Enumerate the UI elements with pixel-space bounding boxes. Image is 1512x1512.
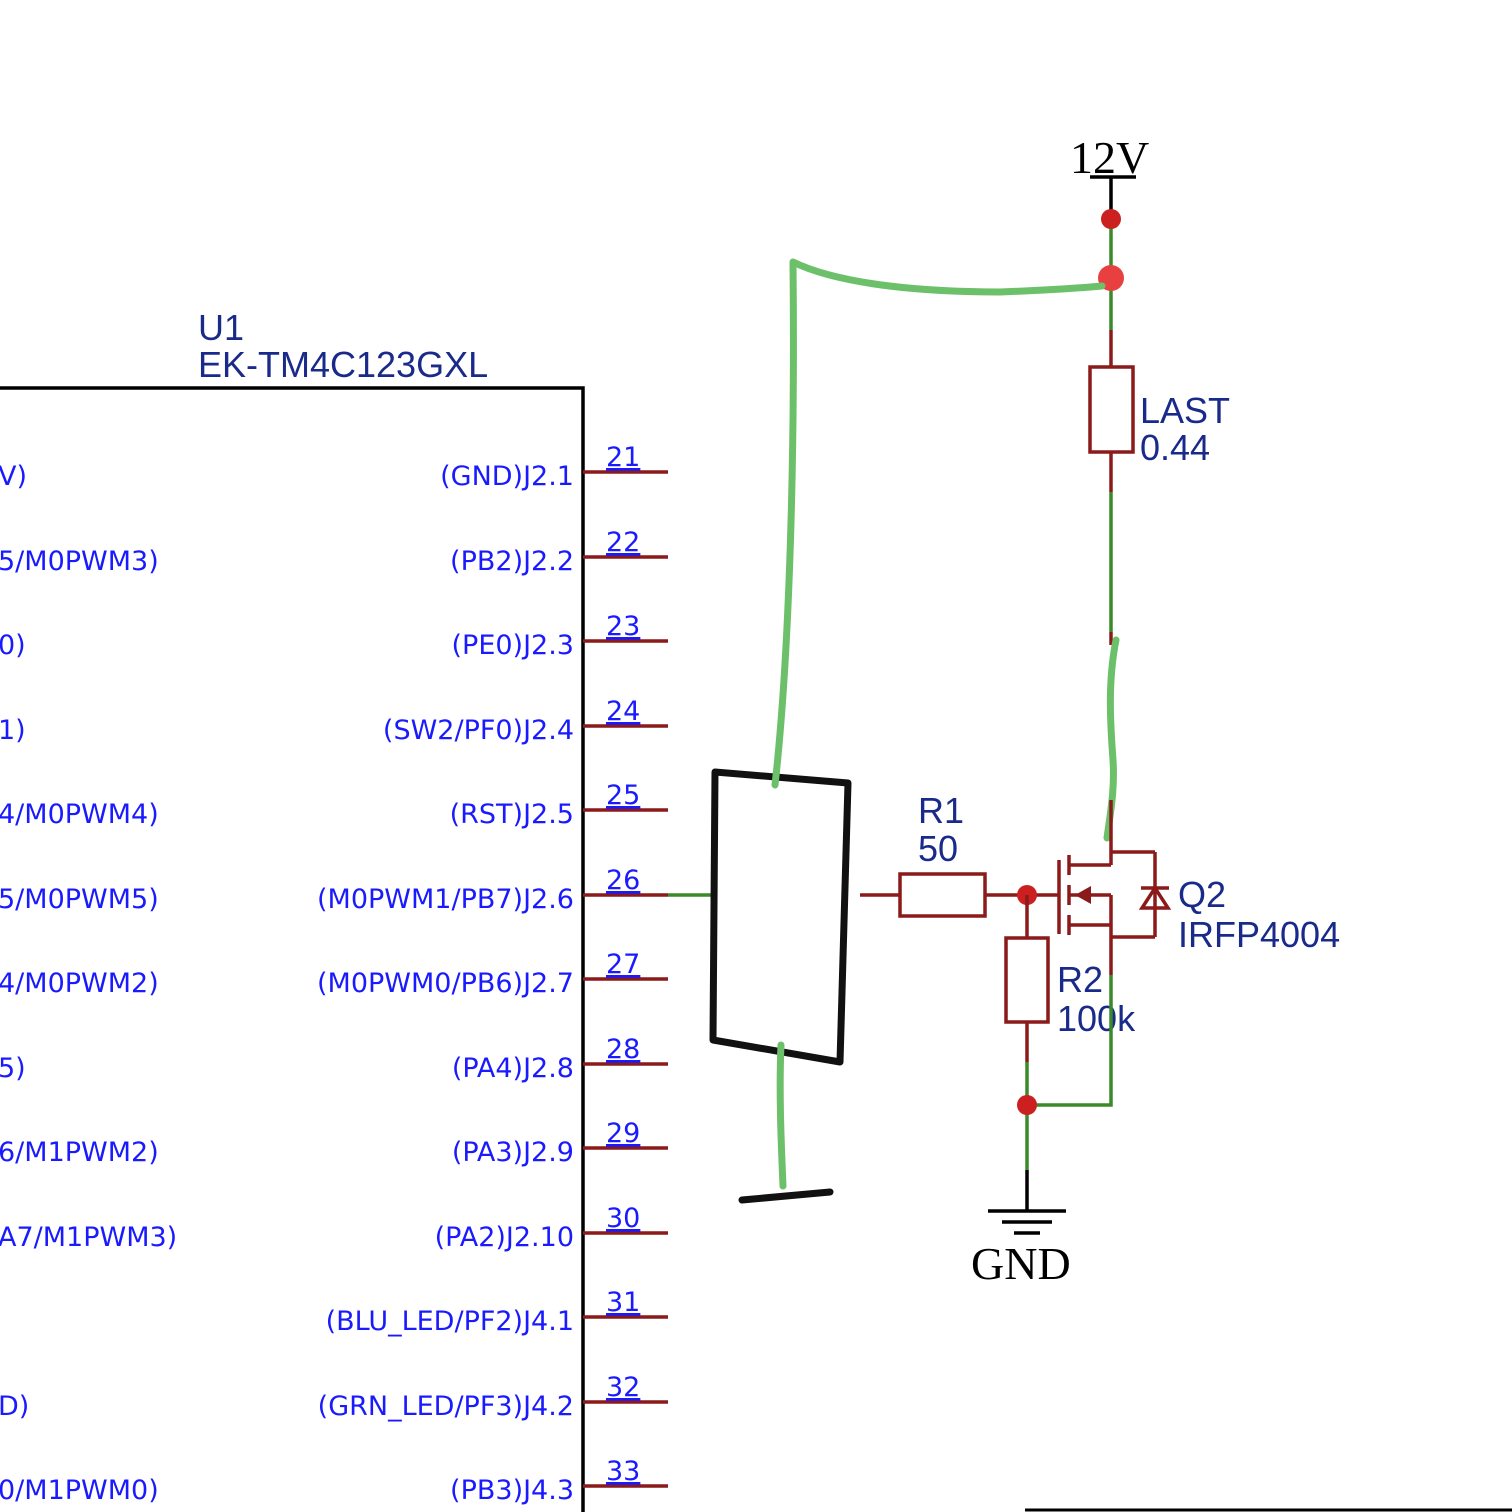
u1-pin-23: 23 (PE0)J2.3 0) bbox=[0, 611, 668, 661]
pin-right-label: (SW2/PF0)J2.4 bbox=[383, 715, 574, 746]
u1-pin-27: 27 (M0PWM0/PB6)J2.7 4/M0PWM2) bbox=[0, 949, 668, 999]
load-resistor-body bbox=[1088, 365, 1135, 454]
pin-right-label: (BLU_LED/PF2)J4.1 bbox=[326, 1306, 574, 1337]
pin-number: 26 bbox=[606, 865, 640, 896]
pin-number: 21 bbox=[606, 442, 640, 473]
pin-number: 32 bbox=[606, 1372, 640, 1403]
pin-number: 23 bbox=[606, 611, 640, 642]
u1-pin-29: 29 (PA3)J2.9 6/M1PWM2) bbox=[0, 1118, 668, 1168]
r2-body bbox=[1004, 936, 1050, 1024]
u1-body-outline bbox=[0, 386, 585, 1512]
r1-body bbox=[898, 872, 987, 918]
pin-right-label: (M0PWM0/PB6)J2.7 bbox=[317, 968, 574, 999]
u1-pin-22: 22 (PB2)J2.2 5/M0PWM3) bbox=[0, 527, 668, 577]
pin-right-label: (GRN_LED/PF3)J4.2 bbox=[318, 1391, 574, 1422]
pin-number: 33 bbox=[606, 1456, 640, 1487]
handdrawn-component-box bbox=[709, 768, 852, 1066]
r2-ref-label: R2 bbox=[1057, 959, 1103, 1000]
pin-left-label: 1) bbox=[0, 715, 26, 746]
u1-pin-30: 30 (PA2)J2.10 A7/M1PWM3) bbox=[0, 1203, 668, 1253]
load-ref-label: LAST bbox=[1140, 390, 1230, 431]
r1-value-label: 50 bbox=[918, 828, 958, 869]
r2-value-label: 100k bbox=[1057, 998, 1136, 1039]
load-value-label: 0.44 bbox=[1140, 427, 1210, 468]
pin-left-label: 5) bbox=[0, 1053, 26, 1084]
pin-right-label: (PB3)J4.3 bbox=[450, 1475, 574, 1506]
pin-right-label: (PA3)J2.9 bbox=[452, 1137, 574, 1168]
pin-left-label: 0) bbox=[0, 630, 26, 661]
source-ground-wire bbox=[1027, 975, 1113, 1107]
u1-ref-label: U1 bbox=[198, 307, 244, 348]
pin-number: 22 bbox=[606, 527, 640, 558]
gnd-label: GND bbox=[971, 1238, 1071, 1289]
pin-left-label: 5/M0PWM5) bbox=[0, 884, 159, 915]
q2-part-label: IRFP4004 bbox=[1178, 914, 1340, 955]
pin-number: 29 bbox=[606, 1118, 640, 1149]
u1-pin-28: 28 (PA4)J2.8 5) bbox=[0, 1034, 668, 1084]
pin-number: 27 bbox=[606, 949, 640, 980]
u1-pin-26: 26 (M0PWM1/PB7)J2.6 5/M0PWM5) bbox=[0, 865, 668, 915]
u1-pin-33: 33 (PB3)J4.3 0/M1PWM0) bbox=[0, 1456, 668, 1506]
pin-left-label: V) bbox=[0, 461, 27, 492]
u1-part-label: EK-TM4C123GXL bbox=[198, 344, 488, 385]
pin-right-label: (PA2)J2.10 bbox=[435, 1222, 574, 1253]
pin-left-label: 5/M0PWM3) bbox=[0, 546, 159, 577]
r1-ref-label: R1 bbox=[918, 790, 964, 831]
supply-junction-dot bbox=[1101, 209, 1121, 229]
pin-right-label: (PE0)J2.3 bbox=[452, 630, 575, 661]
pin-right-label: (PA4)J2.8 bbox=[452, 1053, 574, 1084]
pin-left-label: 0/M1PWM0) bbox=[0, 1475, 159, 1506]
pin-left-label: 6/M1PWM2) bbox=[0, 1137, 159, 1168]
supply-12v-label: 12V bbox=[1070, 132, 1149, 183]
u1-pin-25: 25 (RST)J2.5 4/M0PWM4) bbox=[0, 780, 668, 830]
u1-pins: 21 (GND)J2.1 V) 22 (PB2)J2.2 5/M0PWM3) 23 (PE0)… bbox=[0, 442, 668, 1506]
pin-number: 28 bbox=[606, 1034, 640, 1065]
pin-right-label: (RST)J2.5 bbox=[450, 799, 574, 830]
pin-number: 25 bbox=[606, 780, 640, 811]
pin-number: 30 bbox=[606, 1203, 640, 1234]
q2-ref-label: Q2 bbox=[1178, 874, 1226, 915]
pin-number: 24 bbox=[606, 696, 640, 727]
handdrawn-supply-wire bbox=[771, 258, 1106, 789]
pin-number: 31 bbox=[606, 1287, 640, 1318]
ground-junction-dot bbox=[1017, 1095, 1037, 1115]
handdrawn-ground-bar bbox=[738, 1188, 834, 1204]
handdrawn-ground-wire bbox=[776, 1041, 787, 1190]
mosfet-q2 bbox=[1057, 850, 1172, 975]
pin-left-label: D) bbox=[0, 1391, 29, 1422]
pin-right-label: (GND)J2.1 bbox=[440, 461, 574, 492]
pin-left-label: A7/M1PWM3) bbox=[0, 1222, 177, 1253]
u1-pin-32: 32 (GRN_LED/PF3)J4.2 D) bbox=[0, 1372, 668, 1422]
pin-right-label: (M0PWM1/PB7)J2.6 bbox=[317, 884, 574, 915]
u1-pin-24: 24 (SW2/PF0)J2.4 1) bbox=[0, 696, 668, 746]
pin-right-label: (PB2)J2.2 bbox=[450, 546, 574, 577]
u1-pin-21: 21 (GND)J2.1 V) bbox=[0, 442, 668, 492]
pin-left-label: 4/M0PWM2) bbox=[0, 968, 159, 999]
pin-left-label: 4/M0PWM4) bbox=[0, 799, 159, 830]
u1-pin-31: 31 (BLU_LED/PF2)J4.1 bbox=[326, 1287, 668, 1337]
